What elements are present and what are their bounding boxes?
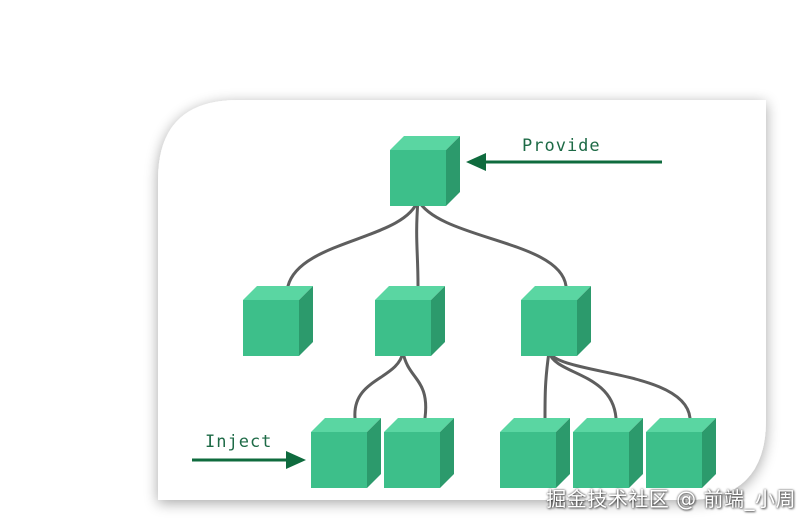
- grandchild-cube-1: [311, 418, 381, 488]
- provider-cube: [390, 136, 460, 206]
- grandchild-cube-3: [500, 418, 570, 488]
- connector-line: [286, 198, 420, 288]
- inject-label: Inject: [205, 432, 272, 452]
- connector-line: [543, 350, 551, 420]
- connector-line: [547, 350, 618, 420]
- connector-line: [415, 198, 420, 288]
- grandchild-cube-2: [384, 418, 454, 488]
- connector-line: [353, 350, 405, 420]
- diagram-panel: [158, 100, 766, 500]
- provide-label: Provide: [522, 136, 601, 156]
- child-cube-right: [521, 286, 591, 356]
- child-cube-left: [243, 286, 313, 356]
- grandchild-cube-4: [573, 418, 643, 488]
- child-cube-middle: [375, 286, 445, 356]
- connectors: [286, 198, 692, 420]
- connector-line: [416, 198, 568, 288]
- grandchild-cube-5: [646, 418, 716, 488]
- connector-line: [547, 350, 692, 420]
- connector-line: [401, 350, 428, 420]
- inject-arrow: [192, 451, 306, 469]
- watermark: 掘金技术社区 @ 前端_小周: [546, 487, 796, 511]
- provide-arrow: [466, 153, 662, 171]
